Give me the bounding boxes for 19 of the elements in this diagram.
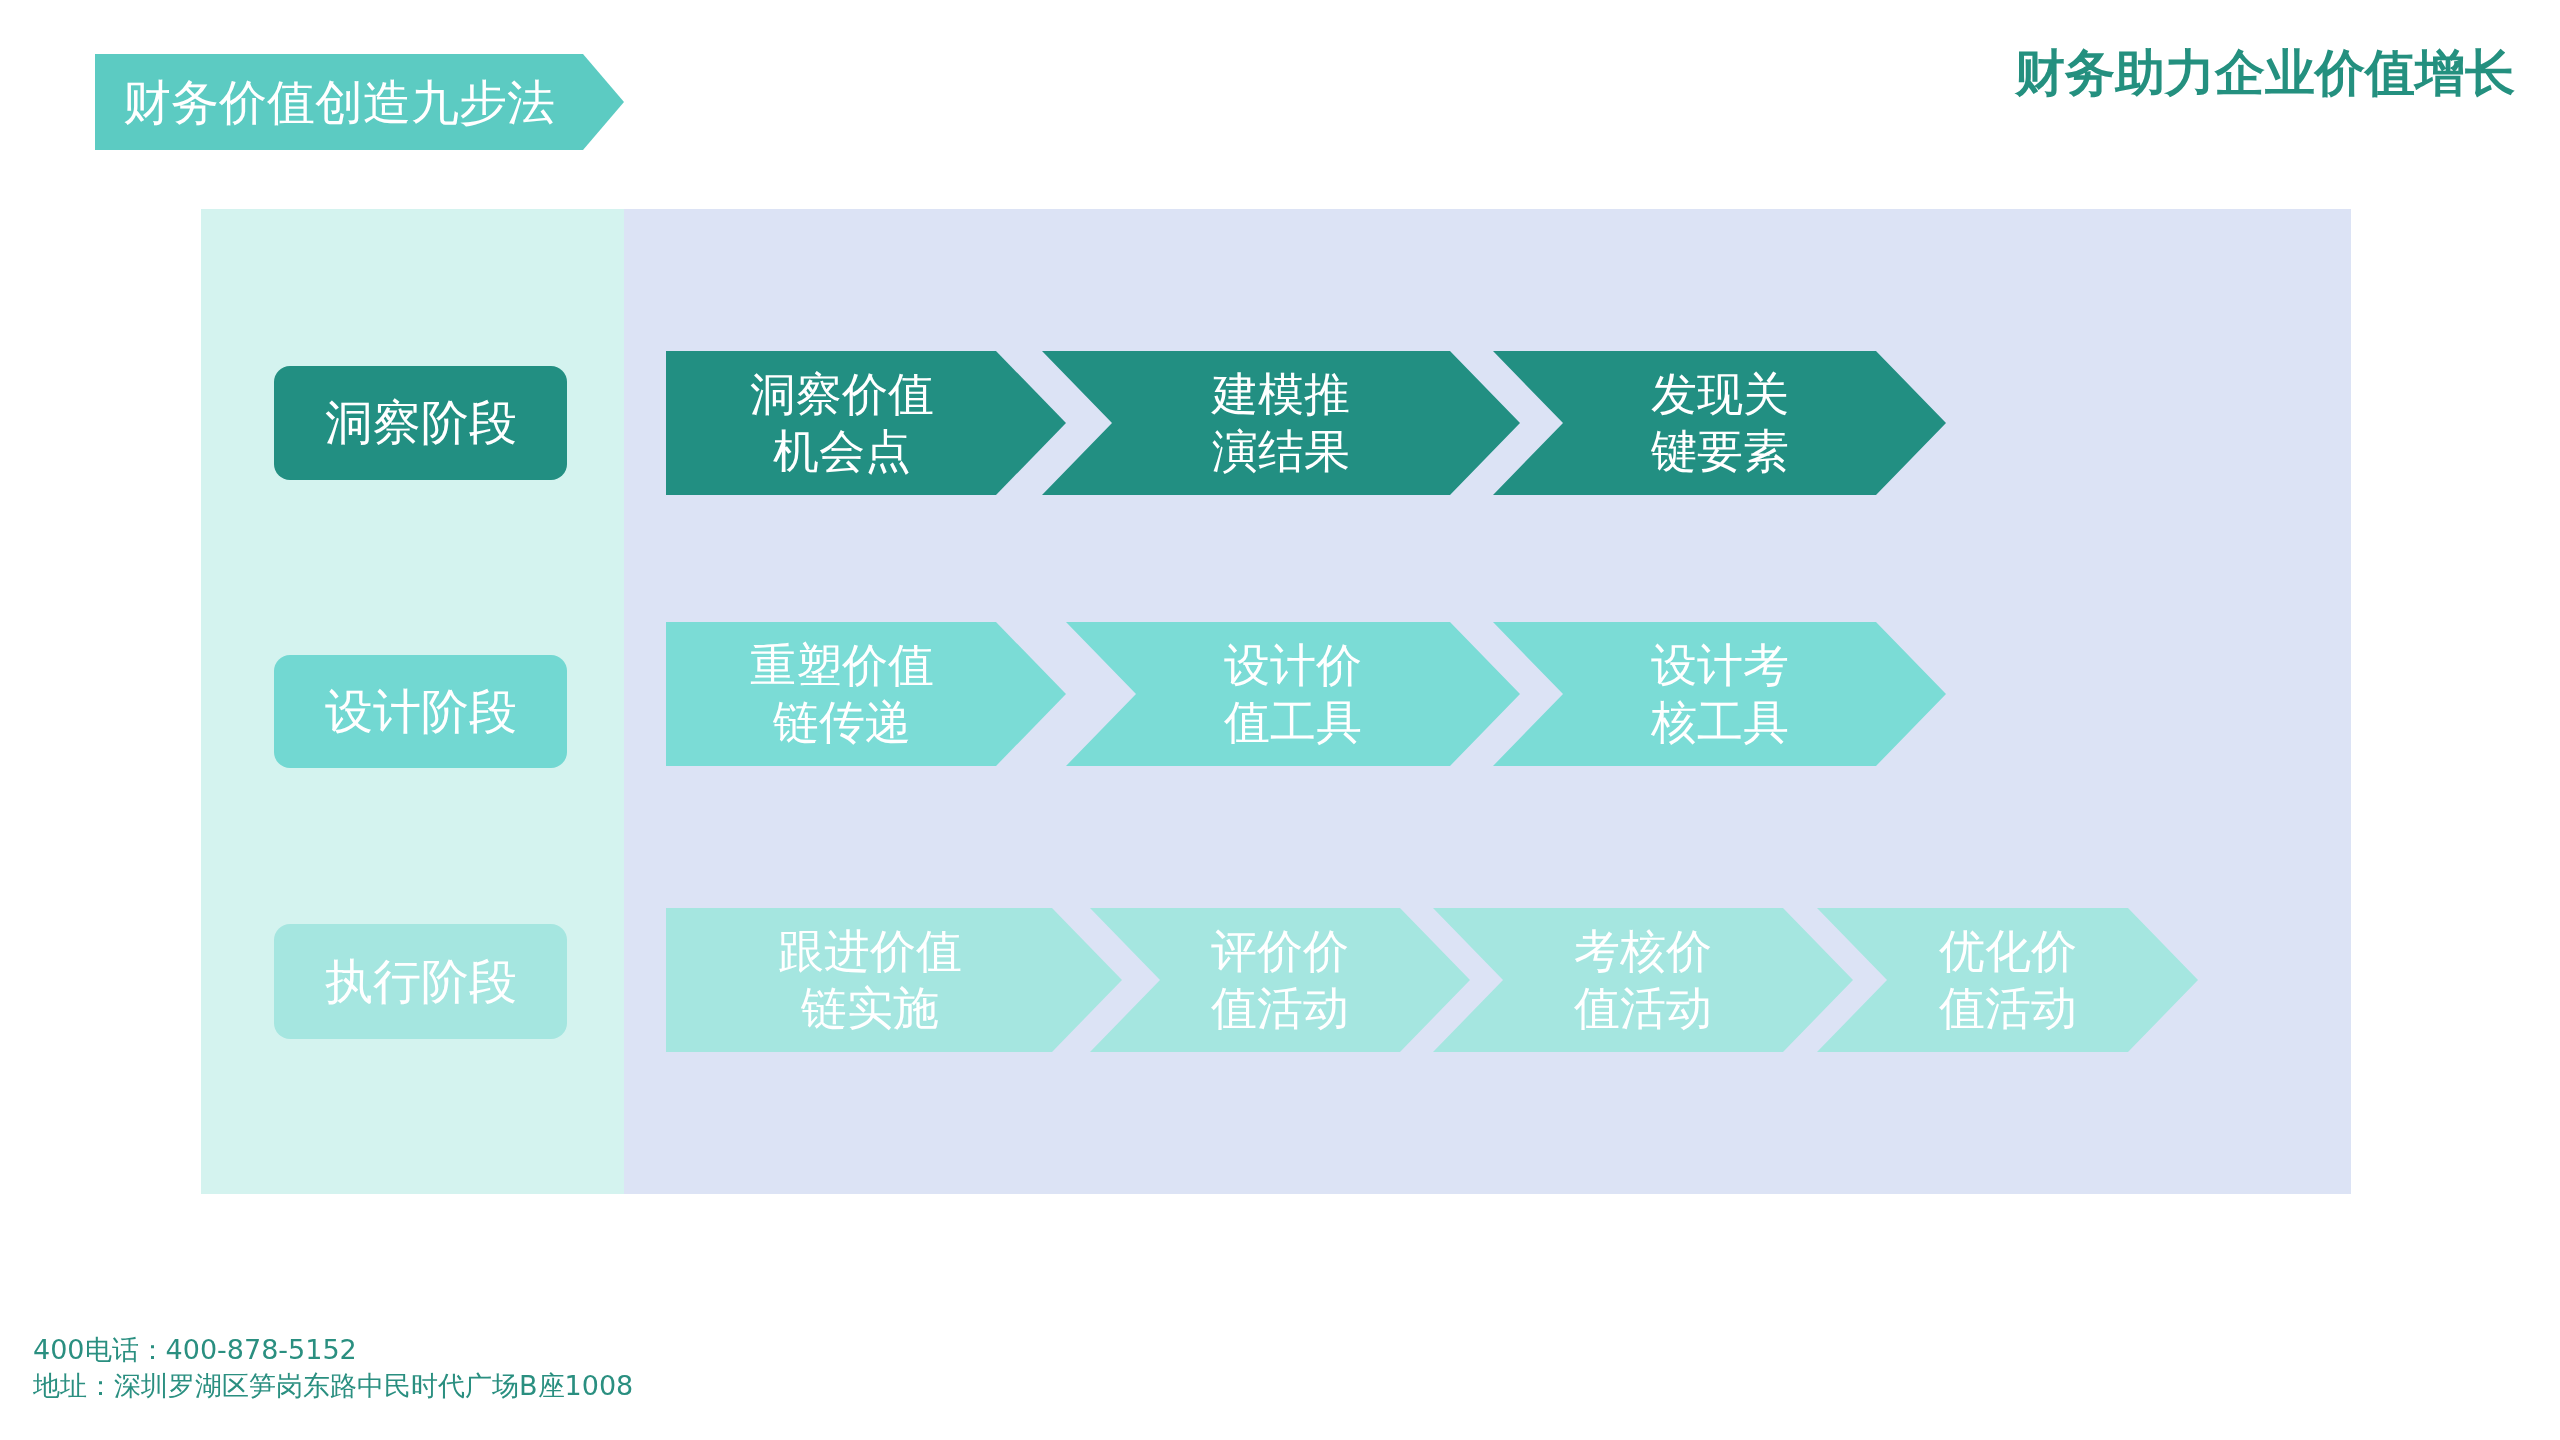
- address-text: 地址：深圳罗湖区笋岗东路中民时代广场B座1008: [33, 1369, 634, 1403]
- main-panel: [624, 209, 2351, 1194]
- title-banner: 财务价值创造九步法: [95, 54, 624, 150]
- chevron-step: 设计考核工具: [1493, 622, 1946, 766]
- chevron-step: 优化价值活动: [1817, 908, 2198, 1052]
- phase-label: 执行阶段: [274, 924, 567, 1039]
- chevron-step: 考核价值活动: [1433, 908, 1853, 1052]
- phase-label: 洞察阶段: [274, 366, 567, 480]
- chevron-step: 跟进价值链实施: [666, 908, 1122, 1052]
- subtitle: 财务助力企业价值增长: [2015, 43, 2515, 104]
- chevron-step: 建模推演结果: [1042, 351, 1520, 495]
- phone-text: 400电话：400-878-5152: [33, 1333, 357, 1367]
- phase-label: 设计阶段: [274, 655, 567, 768]
- chevron-step: 设计价值工具: [1066, 622, 1520, 766]
- chevron-step: 发现关键要素: [1493, 351, 1946, 495]
- chevron-step: 重塑价值链传递: [666, 622, 1066, 766]
- chevron-step: 评价价值活动: [1090, 908, 1470, 1052]
- side-panel: [201, 209, 624, 1194]
- chevron-step: 洞察价值机会点: [666, 351, 1066, 495]
